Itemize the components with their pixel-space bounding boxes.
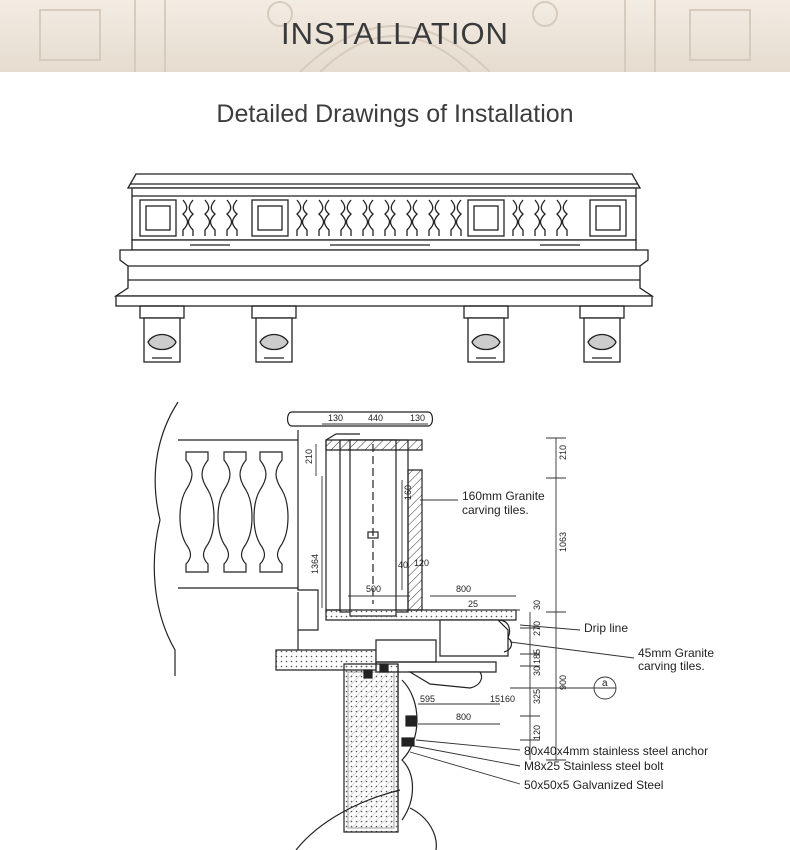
callout-bolt: M8x25 Stainless steel bolt bbox=[524, 759, 664, 773]
dim-325: 325 bbox=[532, 689, 542, 704]
banner-title: INSTALLATION bbox=[281, 16, 509, 51]
dim-185: 185 bbox=[532, 649, 542, 664]
header-banner: INSTALLATION bbox=[0, 0, 790, 72]
dim-30-top: 30 bbox=[532, 600, 542, 610]
section-mark-label: a bbox=[602, 678, 608, 689]
dim-900: 900 bbox=[558, 675, 568, 690]
dim-130-left: 130 bbox=[328, 413, 343, 423]
dim-270: 270 bbox=[532, 621, 542, 636]
page-title: Detailed Drawings of Installation bbox=[216, 100, 574, 128]
callout-drip-line: Drip line bbox=[584, 621, 628, 635]
callout-160mm-granite: 160mm Granite bbox=[462, 489, 545, 503]
dim-40: 40 bbox=[398, 560, 408, 570]
dim-120-inner: 120 bbox=[414, 558, 429, 568]
dim-120: 120 bbox=[532, 725, 542, 740]
dim-1364: 1364 bbox=[310, 554, 320, 574]
dim-1063: 1063 bbox=[558, 532, 568, 552]
callout-galvanized-steel: 50x50x5 Galvanized Steel bbox=[524, 778, 663, 792]
dim-160: 160 bbox=[500, 694, 515, 704]
callout-45mm-granite-line2: carving tiles. bbox=[638, 659, 705, 673]
dim-440: 440 bbox=[368, 413, 383, 423]
baluster-row bbox=[182, 199, 568, 236]
dim-25: 25 bbox=[468, 599, 478, 609]
dim-210-left: 210 bbox=[304, 449, 314, 464]
banner-background bbox=[0, 0, 790, 72]
dim-800-bottom: 800 bbox=[456, 712, 471, 722]
balustrade-elevation-drawing bbox=[113, 173, 655, 363]
dim-160-vertical: 160 bbox=[403, 485, 413, 500]
dim-30-bottom: 30 bbox=[532, 666, 542, 676]
callout-steel-anchor: 80x40x4mm stainless steel anchor bbox=[524, 744, 708, 758]
dim-210-right: 210 bbox=[558, 445, 568, 460]
corbel-group bbox=[139, 305, 625, 363]
dim-15: 15 bbox=[490, 694, 500, 704]
background-balusters bbox=[179, 451, 289, 573]
dim-130-right: 130 bbox=[410, 413, 425, 423]
dim-800-top: 800 bbox=[456, 584, 471, 594]
dim-595: 595 bbox=[420, 694, 435, 704]
callout-45mm-granite: 45mm Granite bbox=[638, 646, 714, 660]
dim-500: 500 bbox=[366, 584, 381, 594]
callout-160mm-granite-line2: carving tiles. bbox=[462, 503, 529, 517]
